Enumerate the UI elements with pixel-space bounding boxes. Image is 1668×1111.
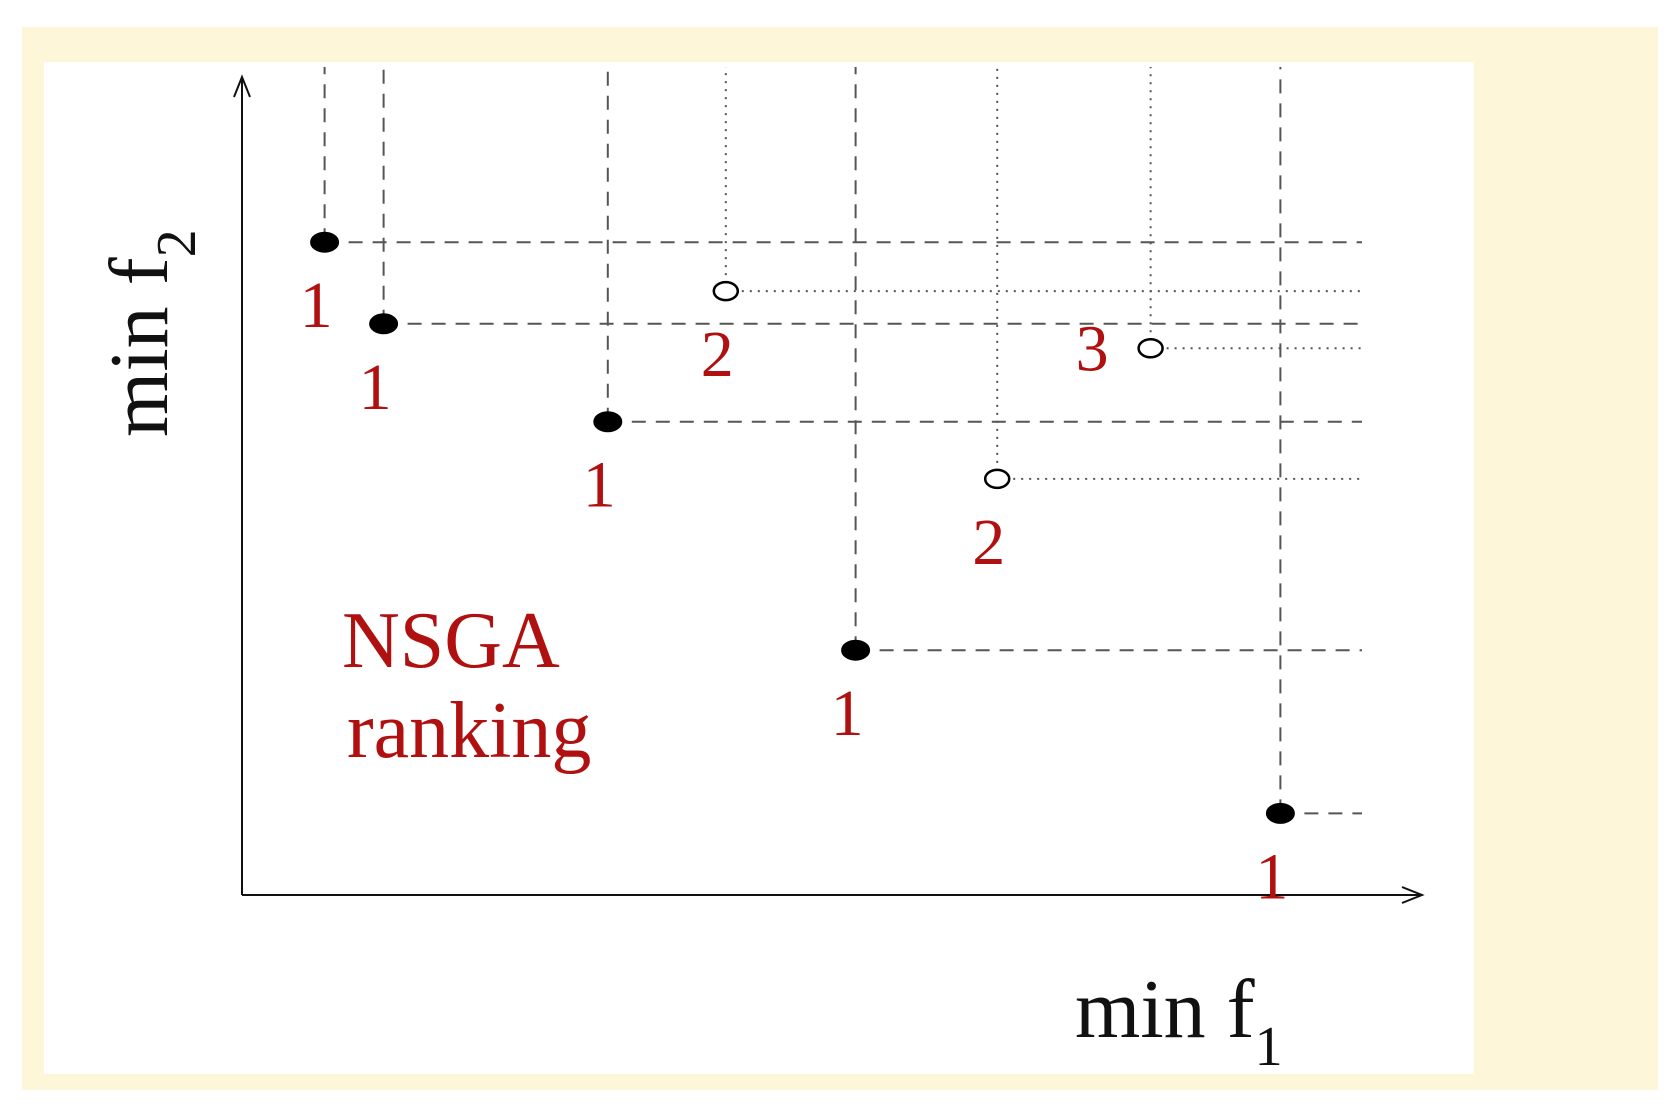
solution-points (310, 231, 1295, 824)
rank-label-s1-p4: 1 (831, 677, 864, 750)
y-axis-arrowhead (233, 74, 251, 98)
caption-line-1: NSGA (342, 597, 560, 685)
plot-background (44, 62, 1474, 1074)
x-axis-arrowhead (1401, 886, 1425, 904)
y-axis-label: min f2 (93, 229, 208, 437)
rank-label-s1-p2: 1 (359, 351, 392, 424)
filled-point-s1-p2 (369, 313, 399, 335)
rank-label-s3-p1: 3 (1076, 312, 1109, 385)
rank-label-s2-p1: 2 (701, 318, 734, 391)
dominance-guide-lines (323, 67, 1362, 815)
rank-label-s2-p2: 2 (972, 506, 1005, 579)
x-axis-label-subscript: 1 (1255, 1016, 1283, 1078)
filled-point-s1-p4 (841, 639, 871, 661)
x-axis-label-text: min f (1075, 963, 1255, 1056)
caption-line-2: ranking (347, 687, 591, 775)
rank-label-s1-p3: 1 (583, 449, 616, 522)
open-point-s3-p1 (1137, 338, 1164, 359)
open-point-s2-p1 (712, 280, 740, 302)
rank-label-s1-p1: 1 (300, 269, 333, 342)
y-axis-label-subscript: 2 (146, 229, 208, 257)
filled-point-s1-p3 (593, 411, 623, 433)
open-point-s2-p2 (983, 468, 1011, 490)
filled-point-s1-p5 (1265, 802, 1295, 824)
filled-point-s1-p1 (310, 231, 340, 253)
y-axis-label-text: min f (93, 257, 186, 437)
rank-label-s1-p5: 1 (1255, 840, 1288, 913)
x-axis-label: min f1 (1075, 963, 1283, 1078)
